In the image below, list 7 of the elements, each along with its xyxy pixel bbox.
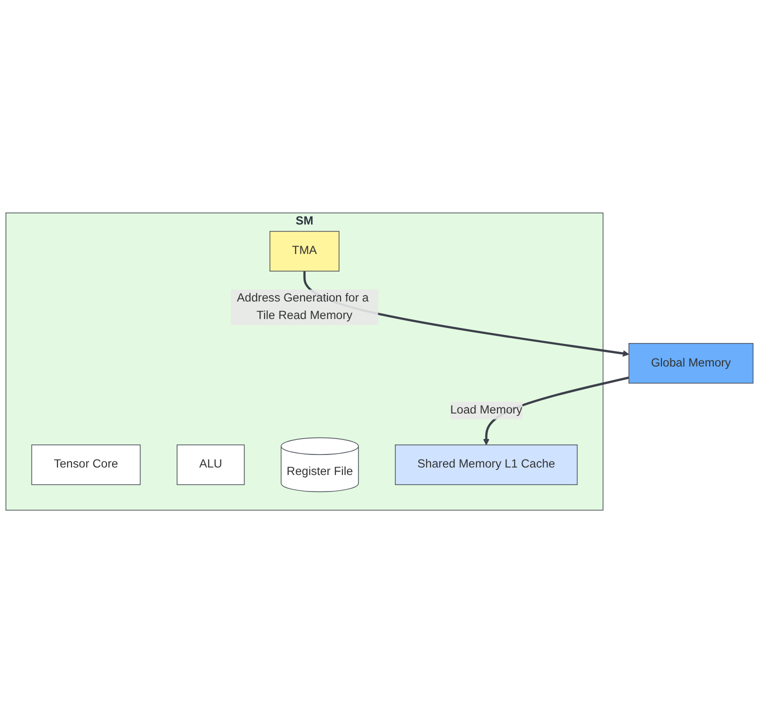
node-box: TMA (270, 230, 340, 272)
node-box: ALU (176, 444, 245, 485)
node-box: Tensor Core (31, 444, 141, 485)
edge-label: Load Memory (450, 404, 522, 416)
edge-label: Address Generation for a Tile Read Memory (236, 292, 369, 322)
node-box: Global Memory (628, 343, 754, 384)
node-box: Shared Memory L1 Cache (394, 444, 578, 485)
